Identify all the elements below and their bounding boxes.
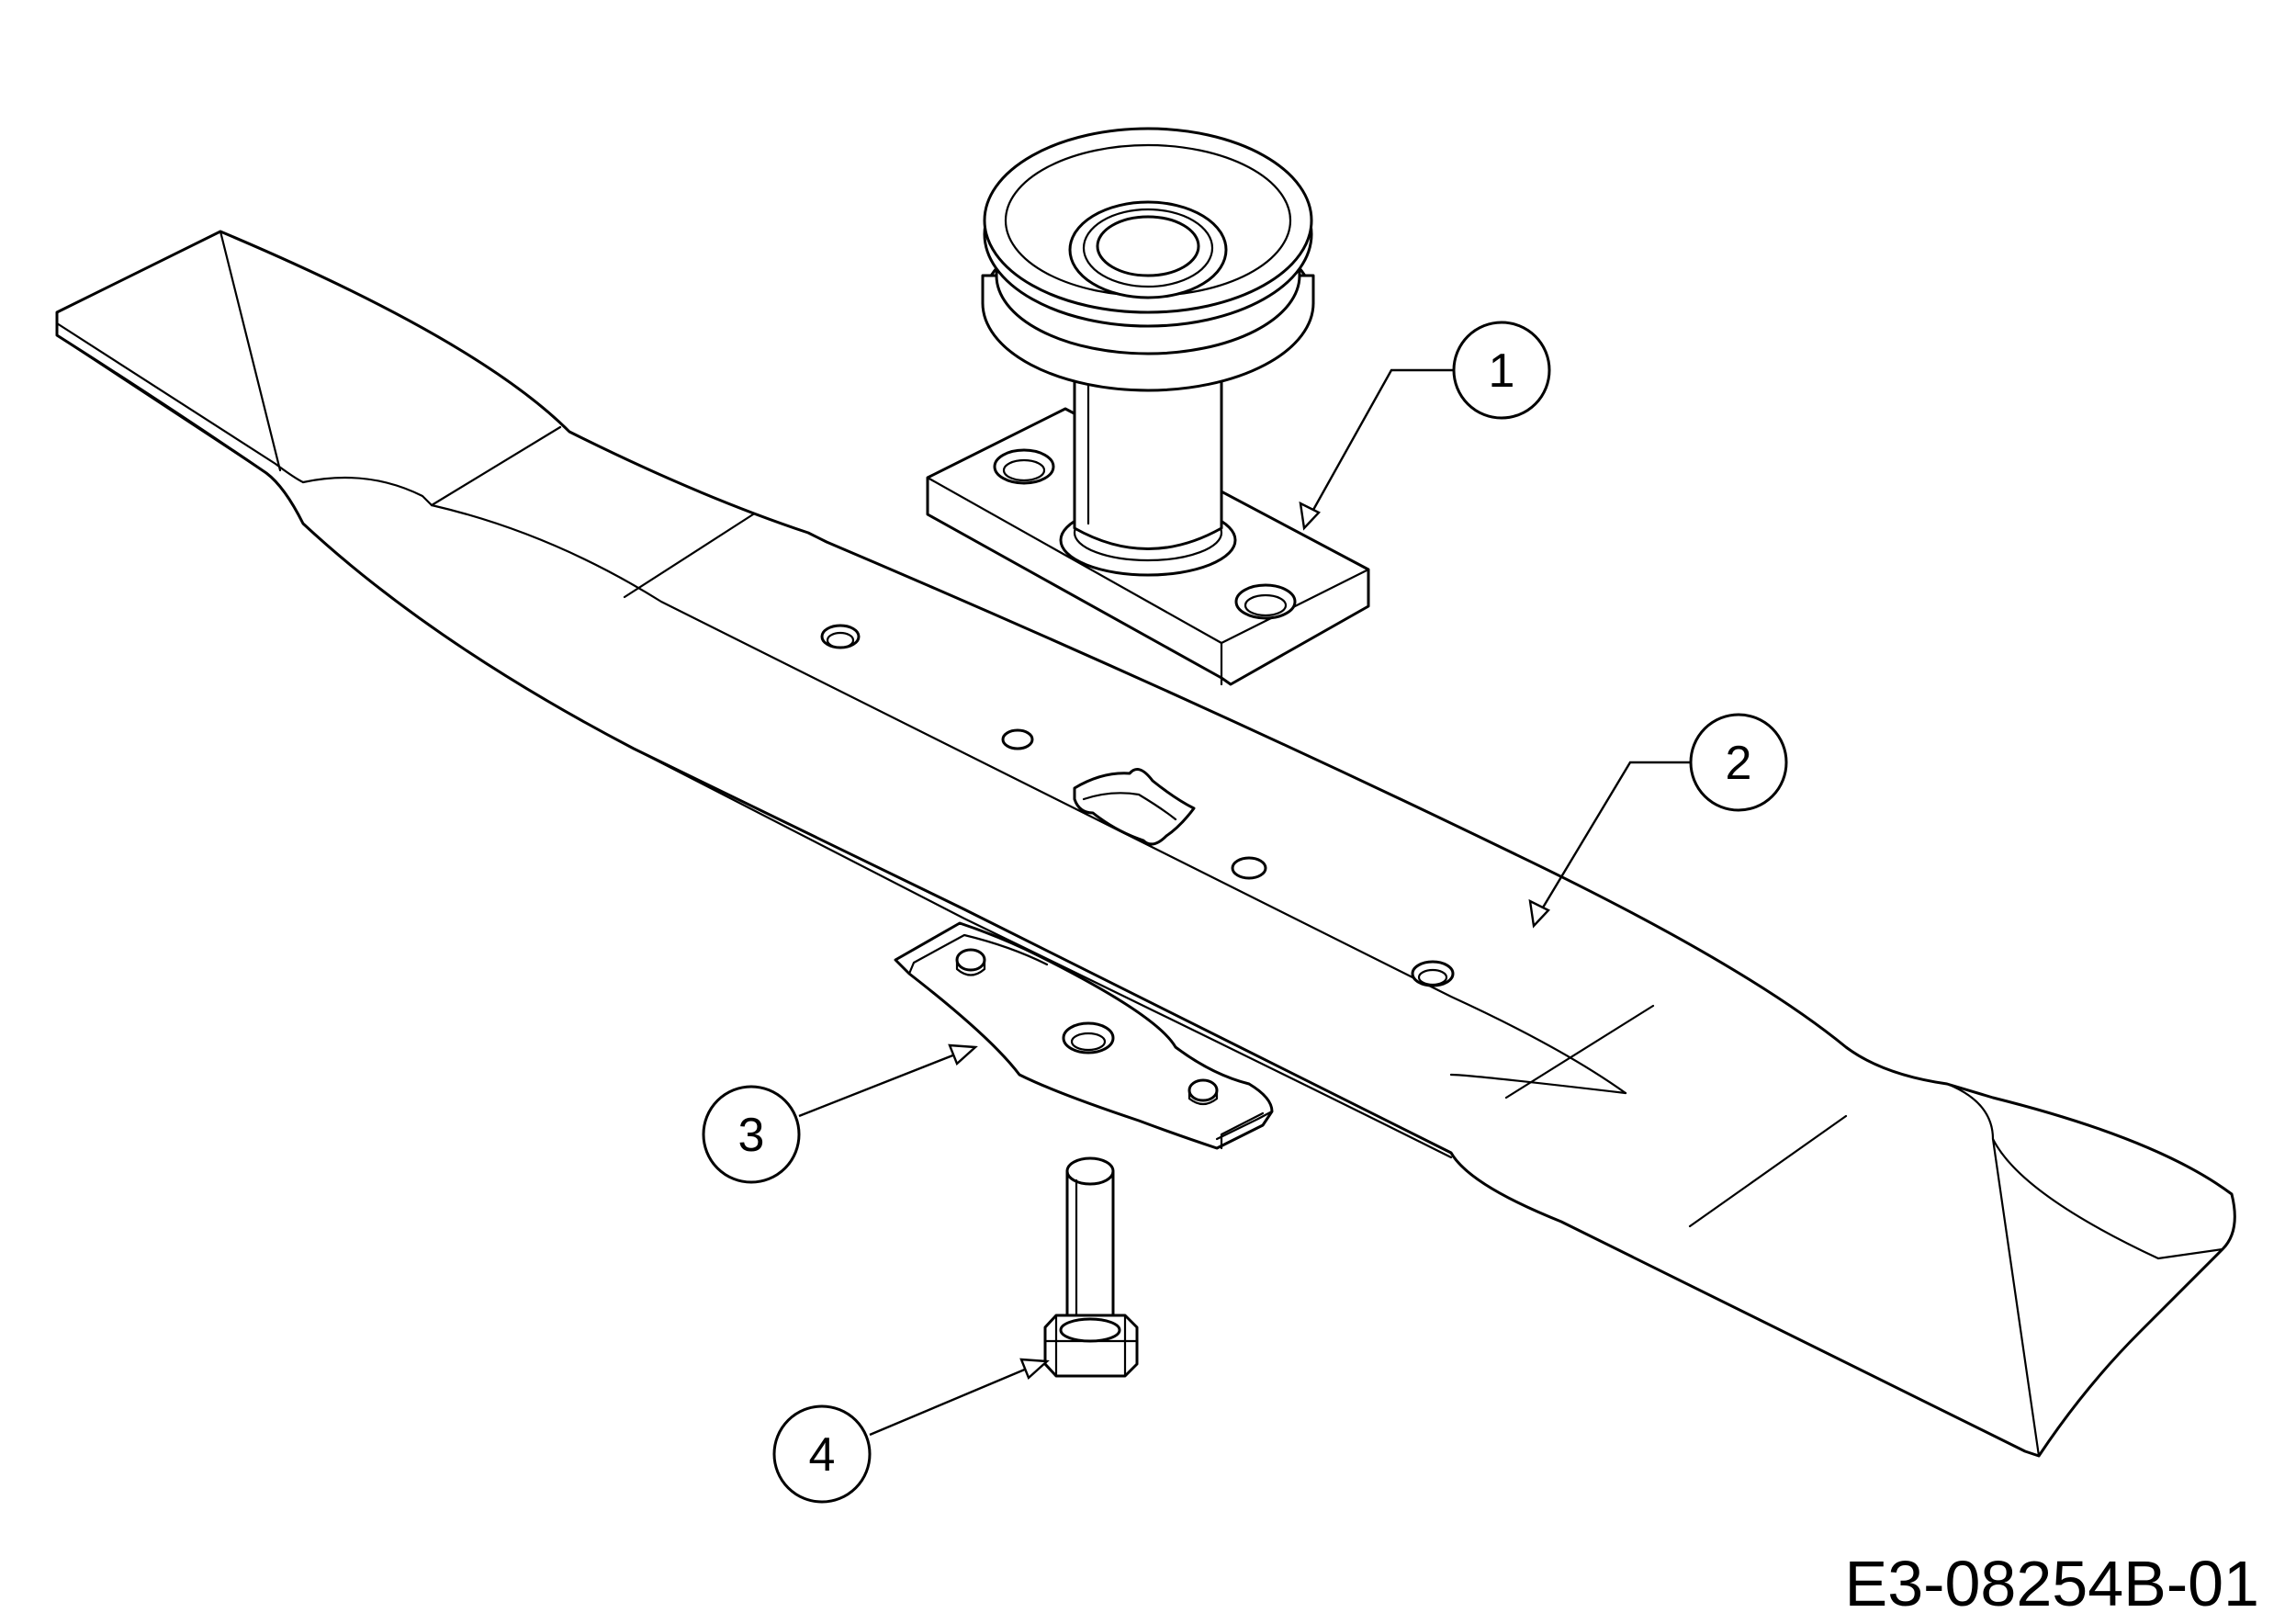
callout-1: 1	[1299, 321, 1551, 531]
mower-blade	[55, 230, 2236, 1458]
callout-4: 4	[772, 1358, 1050, 1504]
callout-3-label: 3	[738, 1109, 765, 1162]
callout-2: 2	[1528, 713, 1788, 929]
callout-2-label: 2	[1726, 737, 1752, 790]
callout-1-label: 1	[1489, 344, 1515, 398]
drawing-reference: E3-08254B-01	[1845, 1548, 2259, 1619]
spindle-with-pulley	[926, 127, 1370, 686]
callout-4-label: 4	[809, 1428, 836, 1482]
callout-3: 3	[702, 1043, 978, 1184]
blade-adapter	[894, 921, 1274, 1150]
hex-bolt	[1043, 1156, 1139, 1378]
